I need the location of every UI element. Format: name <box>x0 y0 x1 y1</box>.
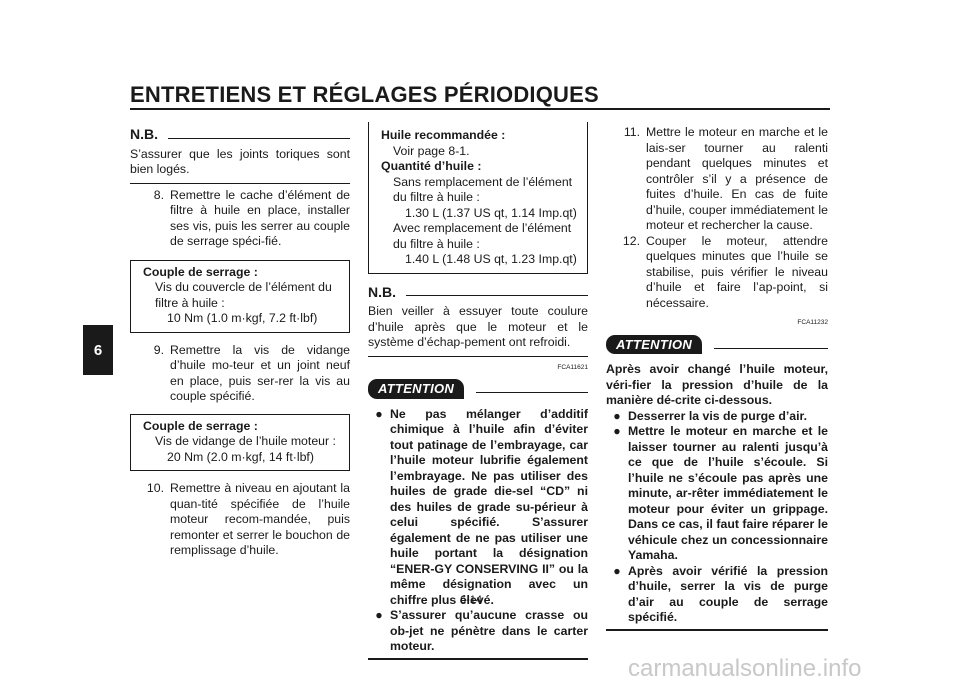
box-value: 1.30 L (1.37 US qt, 1.14 Imp.qt) <box>405 205 577 220</box>
nb-rule <box>168 137 350 139</box>
nb-label: N.B. <box>130 126 158 142</box>
bullet-text: Après avoir vérifié la pression d’huile,… <box>628 563 828 625</box>
step-number: 11. <box>623 125 640 139</box>
bullet-icon: ● <box>613 424 621 438</box>
box-value: 20 Nm (2.0 m·kgf, 14 ft·lbf) <box>167 449 314 464</box>
box-line: Avec remplacement de l’élément du filtre… <box>393 221 572 251</box>
bullet-text: Desserrer la vis de purge d’air. <box>628 408 808 423</box>
step-number: 8. <box>153 187 164 202</box>
reference-code: FCA11621 <box>557 363 588 371</box>
box-value: Voir page 8-1. <box>393 143 470 158</box>
title-rule <box>130 108 830 110</box>
watermark: carmanualsonline.info <box>628 655 862 682</box>
box-line: Vis du couvercle de l’élément du filtre … <box>155 280 332 310</box>
attention-heading: ATTENTION <box>368 379 588 399</box>
nb-end-rule <box>368 355 588 357</box>
torque-box-drain-bolt: Couple de serrage : Vis de vidange de l’… <box>130 413 350 471</box>
step-text: Couper le moteur, attendre quelques minu… <box>646 233 828 310</box>
bullet-text: Mettre le moteur en marche et le laisser… <box>628 424 828 562</box>
column-1: N.B. S’assurer que les joints toriques s… <box>130 126 350 559</box>
step-8: 8. Remettre le cache d’élément de filtre… <box>130 188 350 250</box>
box-line: Sans remplacement de l’élément du filtre… <box>393 174 573 205</box>
attention-rule <box>476 392 588 394</box>
attention-end-rule <box>368 657 588 660</box>
nb-heading: N.B. <box>368 283 588 301</box>
chapter-tab: 6 <box>83 325 113 375</box>
attention-rule <box>714 347 828 349</box>
nb-rule <box>406 295 588 296</box>
step-9: 9. Remettre la vis de vidange d’huile mo… <box>130 343 350 405</box>
torque-box-filter-cover: Couple de serrage : Vis du couvercle de … <box>130 259 350 333</box>
column-2: Huile recommandée : Voir page 8-1. Quant… <box>368 122 588 660</box>
page-number: 6-14 <box>460 594 483 606</box>
box-value: 1.40 L (1.48 US qt, 1.23 Imp.qt) <box>405 252 577 266</box>
box-title: Couple de serrage : <box>143 418 258 433</box>
attention-badge: ATTENTION <box>606 334 703 354</box>
step-number: 10. <box>146 481 164 495</box>
attention-badge: ATTENTION <box>368 379 465 399</box>
box-title: Quantité d’huile : <box>381 159 482 173</box>
nb-end-rule <box>130 182 350 184</box>
step-10: 10. Remettre à niveau en ajoutant la qua… <box>130 481 350 559</box>
bullet-icon: ● <box>613 563 621 578</box>
bullet-text: S’assurer qu’aucune crasse ou ob-jet ne … <box>390 608 588 653</box>
box-title: Couple de serrage : <box>143 264 258 279</box>
attention-end-rule <box>606 628 828 631</box>
page-title: ENTRETIENS ET RÉGLAGES PÉRIODIQUES <box>130 82 599 107</box>
bullet-icon: ● <box>375 608 383 622</box>
nb-text: S’assurer que les joints toriques sont b… <box>130 146 350 177</box>
step-text: Remettre le cache d’élément de filtre à … <box>170 187 350 249</box>
attention-bullet: ● S’assurer qu’aucune crasse ou ob-jet n… <box>368 608 588 655</box>
box-title: Huile recommandée : <box>381 128 506 142</box>
nb-heading: N.B. <box>130 126 350 143</box>
step-text: Remettre à niveau en ajoutant la quan-ti… <box>170 481 350 557</box>
nb-text: Bien veiller à essuyer toute coulure d’h… <box>368 304 588 349</box>
column-3: 11. Mettre le moteur en marche et le lai… <box>606 125 828 631</box>
step-12: 12. Couper le moteur, attendre quelques … <box>606 234 828 312</box>
bullet-icon: ● <box>613 408 621 423</box>
attention-bullet: ● Après avoir vérifié la pression d’huil… <box>606 564 828 626</box>
step-text: Mettre le moteur en marche et le lais-se… <box>646 125 828 232</box>
nb-label: N.B. <box>368 283 396 300</box>
reference-code: FCA11232 <box>797 319 828 326</box>
attention-bullet: ● Desserrer la vis de purge d’air. <box>606 409 828 425</box>
attention-intro: Après avoir changé l’huile moteur, véri-… <box>606 362 828 407</box>
attention-heading: ATTENTION <box>606 334 828 354</box>
attention-bullet: ● Mettre le moteur en marche et le laiss… <box>606 424 828 564</box>
box-value: 10 Nm (1.0 m·kgf, 7.2 ft·lbf) <box>167 311 318 325</box>
step-number: 9. <box>153 342 164 357</box>
step-number: 12. <box>622 233 640 248</box>
box-line: Vis de vidange de l’huile moteur : <box>155 434 336 448</box>
bullet-icon: ● <box>375 406 383 421</box>
step-text: Remettre la vis de vidange d’huile mo-te… <box>170 342 350 404</box>
bullet-text: Ne pas mélanger d’additif chimique à l’h… <box>390 406 588 607</box>
oil-spec-box: Huile recommandée : Voir page 8-1. Quant… <box>368 122 588 274</box>
attention-bullet: ● Ne pas mélanger d’additif chimique à l… <box>368 407 588 609</box>
step-11: 11. Mettre le moteur en marche et le lai… <box>606 125 828 234</box>
